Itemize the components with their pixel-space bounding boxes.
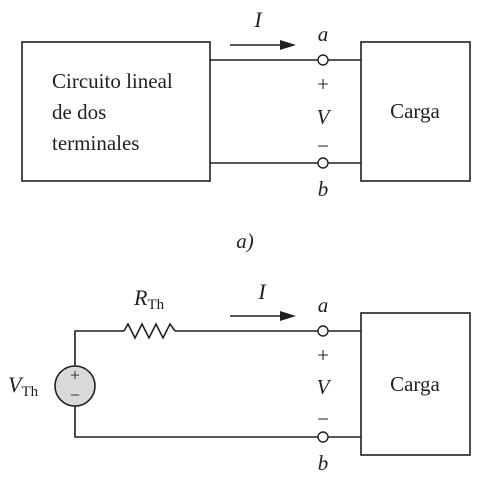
load-box-b [360, 312, 471, 456]
source-plus-sign: + [70, 365, 80, 385]
terminal-a-node-b [317, 325, 329, 337]
caption-a: a) [236, 229, 254, 253]
voltage-minus-sign-a: − [317, 134, 329, 158]
diagram-b: + − RTh VTh I a + V − b Carga [8, 279, 471, 475]
current-label-a: I [253, 7, 263, 32]
load-label-a: Carga [390, 99, 440, 123]
current-label-b: I [257, 279, 267, 304]
source-label: VTh [8, 372, 39, 400]
terminal-b-node-b [317, 431, 329, 443]
terminal-b-label: b [318, 177, 329, 201]
diagram-a: Circuito lineal de dos terminales I a + … [21, 7, 471, 253]
voltage-label-b: V [317, 375, 332, 399]
voltage-plus-sign-b: + [317, 343, 329, 367]
top-wire-source [74, 330, 124, 366]
bottom-wire-b [74, 406, 318, 438]
terminal-a-node [317, 54, 329, 66]
load-label-b: Carga [390, 372, 440, 396]
resistor-label: RTh [133, 285, 165, 313]
load-box-a [360, 41, 471, 182]
resistor-rth [123, 322, 176, 340]
linear-circuit-label-line1: Circuito lineal [52, 69, 173, 93]
current-arrow-b [230, 311, 296, 321]
terminal-a-label: a [318, 22, 329, 46]
linear-circuit-label-line2: de dos [52, 100, 106, 124]
voltage-plus-sign-a: + [317, 72, 329, 96]
voltage-minus-sign-b: − [317, 407, 329, 431]
terminal-b-label-b: b [318, 451, 329, 475]
terminal-b-node [317, 157, 329, 169]
linear-circuit-label-line3: terminales [52, 131, 139, 155]
source-minus-sign: − [70, 385, 80, 405]
terminal-a-label-b: a [318, 293, 329, 317]
current-arrow-a [230, 40, 296, 50]
voltage-label-a: V [317, 105, 332, 129]
linear-circuit-box [21, 41, 211, 182]
